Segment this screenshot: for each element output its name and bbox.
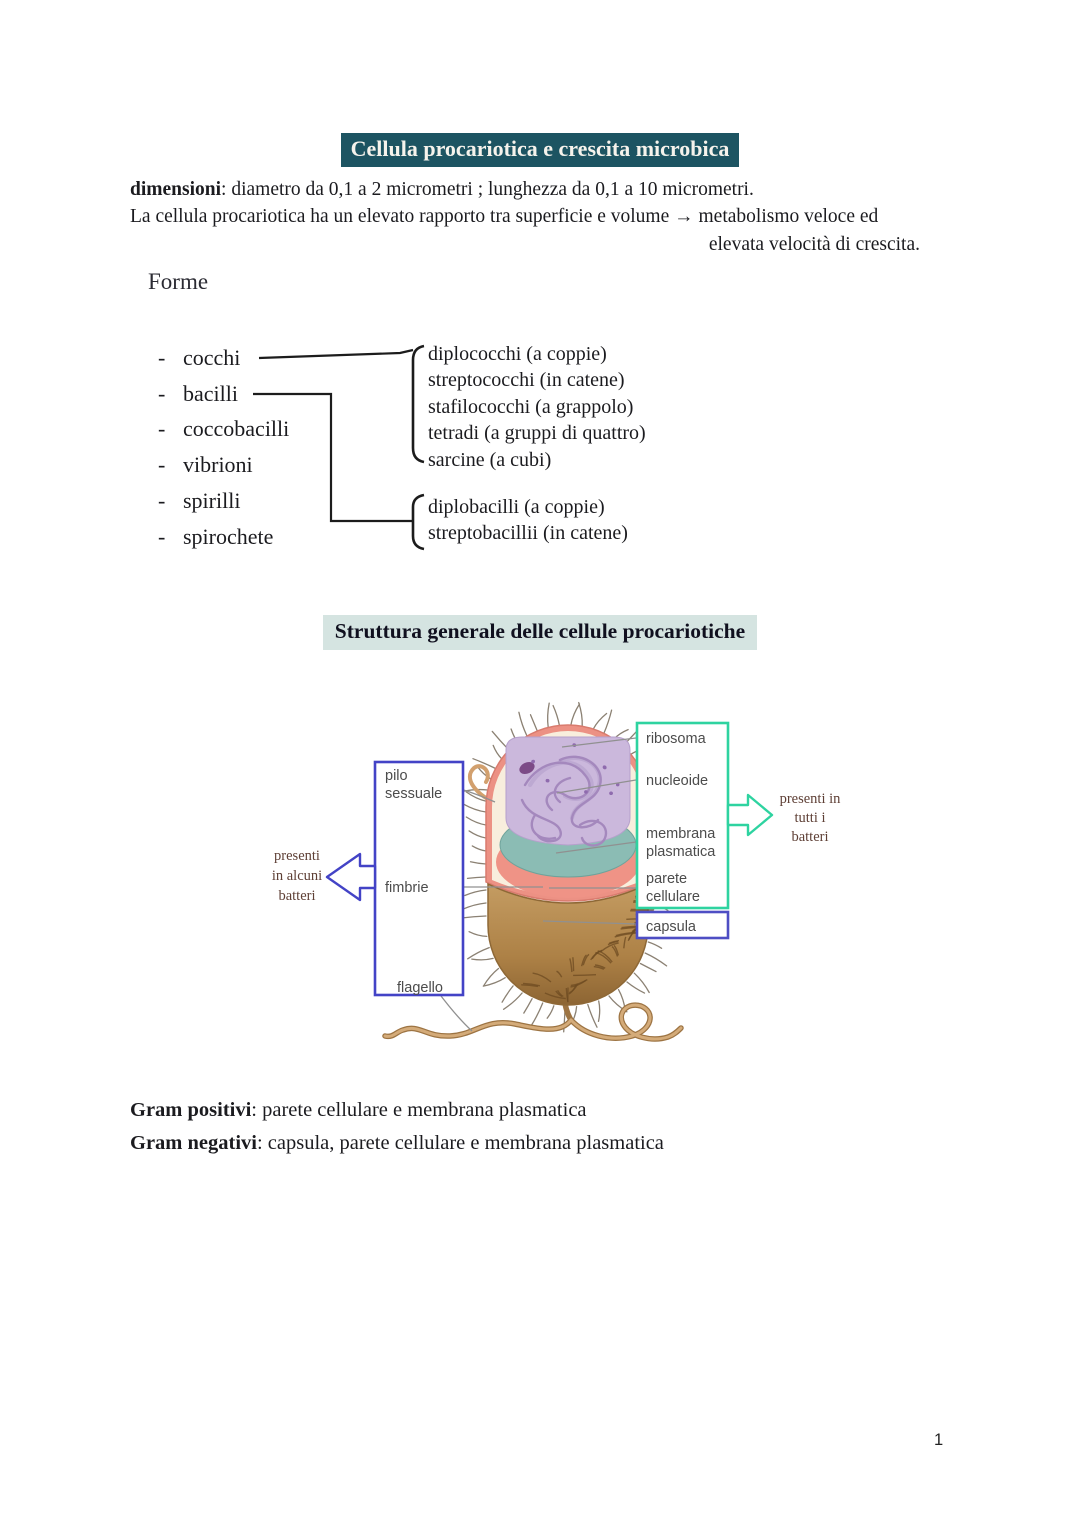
label-cellulare: cellulare xyxy=(646,889,700,905)
note-right-line2: tutti i xyxy=(794,810,825,826)
dash: - xyxy=(158,452,166,478)
page-title: Cellula procariotica e crescita microbic… xyxy=(340,133,740,167)
note-right-line3: batteri xyxy=(791,829,828,845)
arrow-left-icon xyxy=(325,852,377,902)
bacilli-group-list: diplobacilli (a coppie) streptobacillii … xyxy=(428,494,628,546)
leader-ribosoma xyxy=(561,737,637,748)
list-item: -bacilli xyxy=(158,376,289,412)
item-coccobacilli: coccobacilli xyxy=(183,416,290,442)
cocchi-group-list: diplococchi (a coppie) streptococchi (in… xyxy=(428,341,646,473)
ratio-line: La cellula procariotica ha un elevato ra… xyxy=(130,206,879,228)
group-item: diplococchi (a coppie) xyxy=(428,343,607,365)
plasmid-spot xyxy=(519,761,535,775)
dimensions-text: : diametro da 0,1 a 2 micrometri ; lungh… xyxy=(221,179,754,200)
group-item: diplobacilli (a coppie) xyxy=(428,496,605,518)
label-flagello: flagello xyxy=(397,980,443,996)
bacterium-diagram: pilo sessuale fimbrie flagello ribosoma … xyxy=(272,701,842,1042)
dna-strand xyxy=(530,813,557,840)
dna-strand xyxy=(520,798,562,843)
left-label-box xyxy=(373,760,465,997)
dash: - xyxy=(158,523,166,549)
gram-negative-line: Gram negativi: capsula, parete cellulare… xyxy=(130,1127,664,1160)
gram-negative-label: Gram negativi xyxy=(130,1132,257,1154)
leader-membrana xyxy=(555,841,637,854)
list-item: -cocchi xyxy=(158,340,289,376)
flagellum-right xyxy=(568,1002,684,1042)
note-right-line1: presenti in xyxy=(780,791,842,807)
note-left-line3: batteri xyxy=(278,888,315,904)
dimensions-line: dimensioni: diametro da 0,1 a 2 micromet… xyxy=(130,176,948,203)
page-number: 1 xyxy=(934,1431,944,1449)
forme-heading: Forme xyxy=(148,269,209,294)
ribosome-dots xyxy=(531,743,620,795)
leader-nucleoide xyxy=(556,779,637,794)
group-item: stafilococchi (a grappolo) xyxy=(428,395,634,418)
arrow-right-icon xyxy=(726,793,774,837)
dna-strand xyxy=(558,755,602,829)
capsula-label-box xyxy=(635,910,730,940)
list-item: -spirilli xyxy=(158,483,289,519)
dash: - xyxy=(158,380,166,406)
group-item: streptococchi (in catene) xyxy=(428,369,625,392)
label-parete: parete xyxy=(646,871,687,887)
list-item: -coccobacilli xyxy=(158,412,289,448)
section-title: Struttura generale delle cellule procari… xyxy=(322,615,758,650)
dna-strand xyxy=(553,776,572,804)
label-nucleoide: nucleoide xyxy=(646,773,708,789)
subtitle-row: Struttura generale delle cellule procari… xyxy=(0,615,1080,650)
label-ribosoma: ribosoma xyxy=(646,731,707,747)
leader-flagello xyxy=(437,991,473,1032)
note-left-line2: in alcuni xyxy=(272,868,322,884)
label-pilo: pilo xyxy=(385,768,408,784)
flagellum-left-hl xyxy=(383,1018,573,1038)
item-spirilli: spirilli xyxy=(183,488,241,514)
label-capsula: capsula xyxy=(646,919,697,935)
dash: - xyxy=(158,344,166,370)
list-item: -spirochete xyxy=(158,519,289,555)
flagellum-right-hl xyxy=(569,1003,683,1041)
leader-capsula xyxy=(542,920,637,925)
intro-paragraph: dimensioni: diametro da 0,1 a 2 micromet… xyxy=(130,176,948,258)
label-membrana: membrana xyxy=(646,826,716,842)
forme-list: -cocchi -bacilli -coccobacilli -vibrioni… xyxy=(158,340,289,555)
group-item: tetradi (a gruppi di quattro) xyxy=(428,422,646,445)
gram-positive-text: : parete cellulare e membrana plasmatica xyxy=(251,1099,587,1121)
capsula-body xyxy=(487,882,649,1006)
dna-strand xyxy=(578,819,608,847)
growth-line: elevata velocità di crescita. xyxy=(708,233,920,255)
gram-positive-label: Gram positivi xyxy=(130,1099,252,1121)
dash: - xyxy=(158,488,166,514)
gram-section: Gram positivi: parete cellulare e membra… xyxy=(130,1094,664,1160)
dimensions-label: dimensioni xyxy=(130,179,222,200)
right-label-box xyxy=(635,721,730,910)
label-plasmatica: plasmatica xyxy=(646,844,716,860)
group-item: streptobacillii (in catene) xyxy=(428,522,628,544)
main-title-row: Cellula procariotica e crescita microbic… xyxy=(0,133,1080,167)
label-fimbrie: fimbrie xyxy=(385,880,429,896)
gram-positive-line: Gram positivi: parete cellulare e membra… xyxy=(130,1094,664,1127)
item-vibrioni: vibrioni xyxy=(183,452,253,478)
item-cocchi: cocchi xyxy=(183,344,241,370)
dash: - xyxy=(158,416,166,442)
gram-negative-text: : capsula, parete cellulare e membrana p… xyxy=(256,1132,664,1154)
pilus-left xyxy=(467,764,502,807)
dna-strand xyxy=(523,761,591,812)
list-item: -vibrioni xyxy=(158,447,289,483)
item-bacilli: bacilli xyxy=(183,380,238,406)
bracket-cocchi xyxy=(411,344,425,464)
note-left-line1: presenti xyxy=(274,848,320,864)
item-spirochete: spirochete xyxy=(183,523,274,549)
bracket-bacilli xyxy=(411,493,425,551)
group-item: sarcine (a cubi) xyxy=(428,448,552,471)
label-sessuale: sessuale xyxy=(385,786,442,802)
